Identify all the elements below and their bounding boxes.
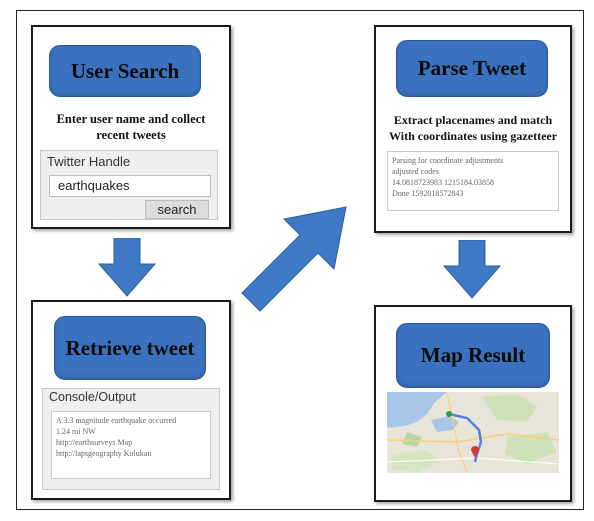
arrow-diagonal-up-right-icon bbox=[241, 206, 347, 312]
parse-tweet-title: Parse Tweet bbox=[396, 40, 548, 97]
user-search-description-line2: recent tweets bbox=[96, 128, 166, 142]
map-image bbox=[387, 392, 559, 473]
retrieve-tweet-title: Retrieve tweet bbox=[54, 316, 206, 380]
search-button[interactable]: search bbox=[145, 200, 209, 219]
user-search-title: User Search bbox=[49, 45, 201, 97]
twitter-handle-label: Twitter Handle bbox=[47, 154, 131, 169]
map-end-marker bbox=[471, 446, 479, 458]
parse-tweet-description-line2: With coordinates using gazetteer bbox=[388, 129, 558, 143]
parse-output-box: Parsing for coordinate adjustments adjus… bbox=[387, 151, 559, 211]
console-output-box: A 3.3 magnitude earthquake occurred 1.24… bbox=[51, 411, 211, 479]
map-result-title: Map Result bbox=[396, 323, 550, 388]
user-search-description-line1: Enter user name and collect bbox=[56, 112, 206, 126]
map-result-panel: Map Result bbox=[374, 305, 572, 502]
console-output-label: Console/Output bbox=[49, 390, 136, 404]
map-start-marker bbox=[446, 411, 452, 417]
console-output-line: 1.24 mi NW bbox=[56, 427, 96, 436]
twitter-handle-widget: Twitter Handle earthquakes search bbox=[40, 150, 218, 220]
twitter-handle-input[interactable]: earthquakes bbox=[49, 175, 211, 197]
arrow-down-icon bbox=[442, 240, 502, 299]
parse-output-line: adjusted codes bbox=[392, 167, 439, 176]
parse-tweet-description-line1: Extract placenames and match bbox=[393, 113, 553, 127]
console-output-line: A 3.3 magnitude earthquake occurred bbox=[56, 416, 177, 425]
user-search-panel: User Search Enter user name and collect … bbox=[31, 25, 231, 229]
parse-tweet-panel: Parse Tweet Extract placenames and match… bbox=[374, 25, 572, 233]
console-output-widget: Console/Output A 3.3 magnitude earthquak… bbox=[42, 388, 220, 490]
retrieve-tweet-panel: Retrieve tweet Console/Output A 3.3 magn… bbox=[31, 300, 231, 500]
parse-output-line: Done 1592018572843 bbox=[392, 189, 464, 198]
arrow-down-icon bbox=[97, 238, 157, 297]
console-output-line: http://lapsgeography Kolukan bbox=[56, 449, 152, 458]
parse-output-line: Parsing for coordinate adjustments bbox=[392, 156, 504, 165]
parse-output-line: 14.0818723983 1215184.03858 bbox=[392, 178, 494, 187]
console-output-line: http://earthsurveys Map bbox=[56, 438, 133, 447]
